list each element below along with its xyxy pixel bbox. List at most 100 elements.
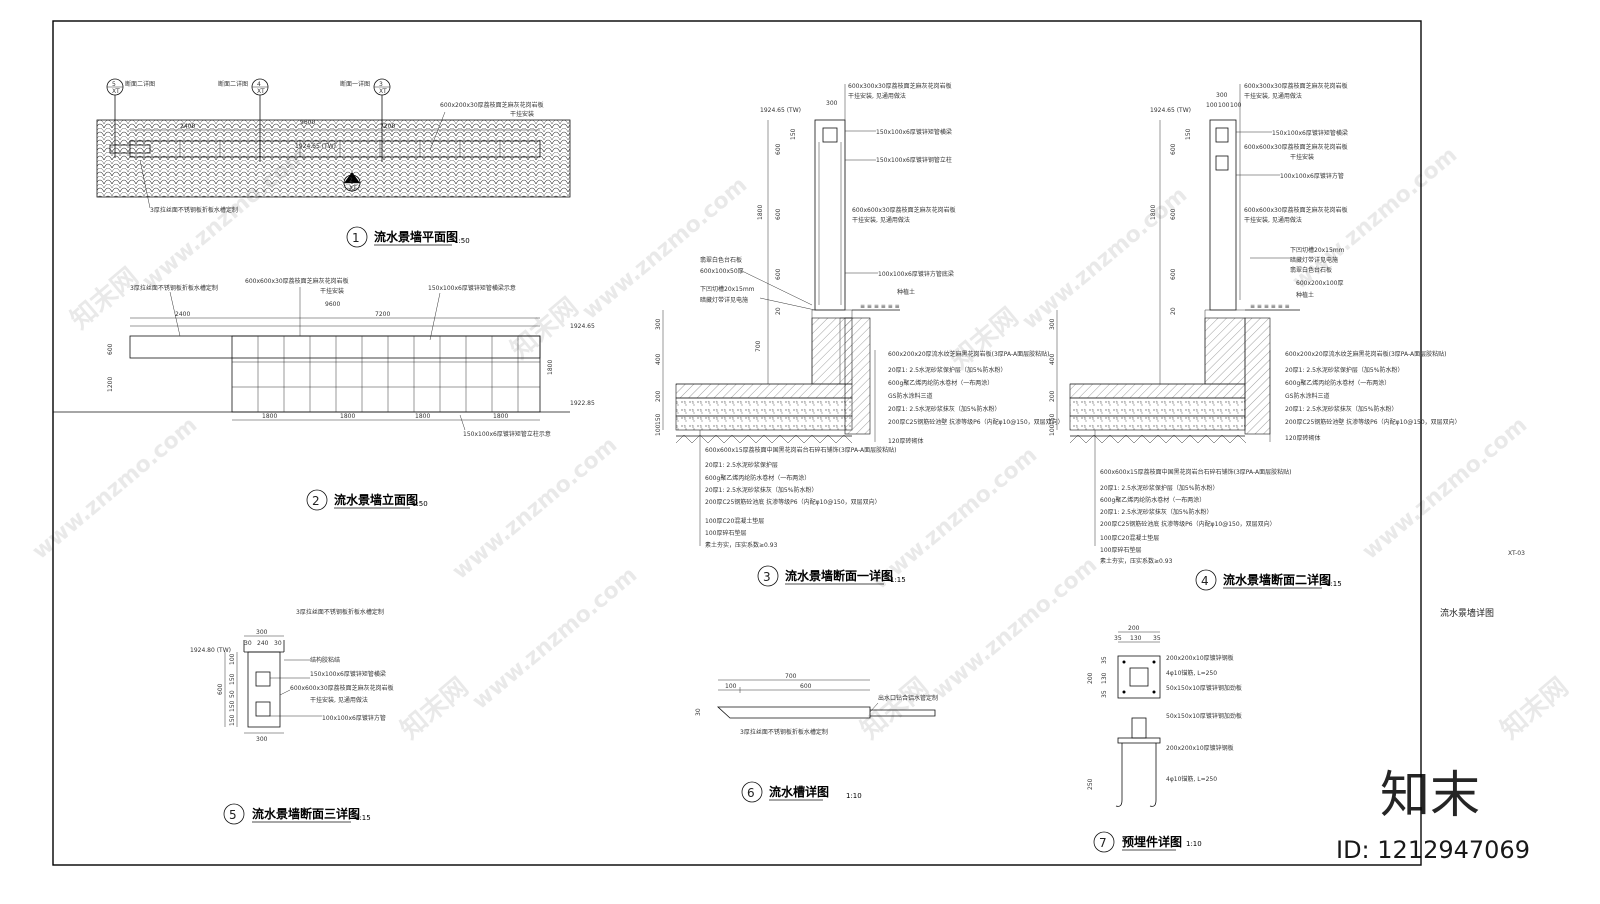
svg-text:XT: XT bbox=[257, 88, 265, 95]
svg-text:翡翠白色台石板: 翡翠白色台石板 bbox=[1290, 266, 1332, 274]
svg-text:200厚C25钢筋砼池壁 抗渗等级P6（内配φ10@150，: 200厚C25钢筋砼池壁 抗渗等级P6（内配φ10@150，双层双向） bbox=[888, 418, 1064, 426]
svg-text:出水口钻合铝水管定制: 出水口钻合铝水管定制 bbox=[878, 694, 938, 702]
svg-text:1800: 1800 bbox=[340, 413, 355, 420]
svg-text:4φ10锚筋, L=250: 4φ10锚筋, L=250 bbox=[1166, 669, 1217, 677]
svg-text:XT: XT bbox=[349, 185, 357, 192]
svg-text:1:10: 1:10 bbox=[1186, 840, 1202, 848]
drawing-3-section: ≡ ≡ ≡ ≡ ≡ ≡ 1924.65 (TW) 300 150 600 180… bbox=[655, 82, 1064, 587]
svg-text:30: 30 bbox=[244, 640, 252, 647]
svg-text:≡ ≡ ≡ ≡ ≡ ≡: ≡ ≡ ≡ ≡ ≡ ≡ bbox=[1250, 303, 1290, 310]
svg-text:9600: 9600 bbox=[300, 119, 315, 126]
svg-text:300: 300 bbox=[256, 736, 268, 743]
svg-text:4: 4 bbox=[257, 81, 261, 88]
svg-text:150: 150 bbox=[790, 128, 797, 140]
svg-text:600x600x30厚荔枝面芝麻灰花岗岩板: 600x600x30厚荔枝面芝麻灰花岗岩板 bbox=[1244, 143, 1348, 151]
drawing-number-3 bbox=[757, 565, 779, 587]
svg-text:300: 300 bbox=[655, 318, 662, 330]
svg-text:100: 100 bbox=[655, 424, 662, 436]
svg-text:1800: 1800 bbox=[415, 413, 430, 420]
svg-text:600: 600 bbox=[775, 208, 782, 220]
svg-text:3厚拉丝面不锈钢板折板水槽定制: 3厚拉丝面不锈钢板折板水槽定制 bbox=[130, 284, 218, 292]
svg-text:暗藏灯带详见电施: 暗藏灯带详见电施 bbox=[700, 296, 748, 304]
svg-text:干挂安装: 干挂安装 bbox=[510, 110, 534, 118]
watermark-layer: 知末网 www.znzmo.com www.znzmo.com 知末网 www.… bbox=[28, 143, 1574, 746]
svg-text:600: 600 bbox=[800, 683, 812, 690]
svg-text:知末网: 知末网 bbox=[1495, 672, 1574, 745]
drawing-6-trough: 700 100 600 30 出水口钻合铝水管定制 3厚拉丝面不锈钢板折板水槽定… bbox=[695, 673, 938, 803]
section-2-slab bbox=[1069, 397, 1246, 417]
svg-text:www.znzmo.com: www.znzmo.com bbox=[468, 563, 642, 715]
svg-text:1200: 1200 bbox=[107, 377, 114, 392]
svg-text:600x100x50厚: 600x100x50厚 bbox=[700, 268, 744, 275]
svg-text:200厚C25钢筋砼池底 抗渗等级P6（内配φ10@150，: 200厚C25钢筋砼池底 抗渗等级P6（内配φ10@150，双层双向） bbox=[1100, 520, 1276, 528]
svg-text:600g聚乙烯丙纶防水卷材（一布两涂）: 600g聚乙烯丙纶防水卷材（一布两涂） bbox=[705, 474, 810, 482]
elevation-wall bbox=[231, 335, 541, 413]
svg-text:150: 150 bbox=[229, 714, 236, 726]
svg-text:3厚拉丝面不锈钢板折板水槽定制: 3厚拉丝面不锈钢板折板水槽定制 bbox=[740, 728, 828, 736]
svg-text:600g聚乙烯丙纶防水卷材（一布两涂）: 600g聚乙烯丙纶防水卷材（一布两涂） bbox=[1285, 379, 1390, 387]
svg-text:知末网: 知末网 bbox=[395, 672, 474, 745]
svg-text:700: 700 bbox=[755, 340, 762, 352]
svg-text:600x200x20厚流水纹芝麻黑花岗岩板(3厚PA-A面层: 600x200x20厚流水纹芝麻黑花岗岩板(3厚PA-A面层胶粘贴) bbox=[1285, 350, 1447, 358]
svg-text:翡翠白色台石板: 翡翠白色台石板 bbox=[700, 256, 742, 264]
svg-text:600x300x30厚荔枝面芝麻灰花岗岩板: 600x300x30厚荔枝面芝麻灰花岗岩板 bbox=[1244, 82, 1348, 90]
svg-text:150x100x6厚镀锌矩管横梁示意: 150x100x6厚镀锌矩管横梁示意 bbox=[428, 284, 516, 292]
drawing-number-1 bbox=[346, 226, 368, 248]
svg-text:www.znzmo.com: www.znzmo.com bbox=[1018, 183, 1192, 335]
svg-text:XT: XT bbox=[112, 88, 120, 95]
svg-text:35: 35 bbox=[1153, 635, 1161, 642]
svg-text:200: 200 bbox=[655, 390, 662, 402]
svg-text:www.znzmo.com: www.znzmo.com bbox=[928, 553, 1102, 705]
drawing-number-6 bbox=[741, 781, 763, 803]
svg-text:种植土: 种植土 bbox=[897, 288, 915, 296]
svg-text:下凹切槽20x15mm: 下凹切槽20x15mm bbox=[700, 285, 755, 293]
svg-text:断面一详图: 断面一详图 bbox=[340, 80, 370, 88]
svg-text:≡ ≡ ≡ ≡ ≡ ≡: ≡ ≡ ≡ ≡ ≡ ≡ bbox=[860, 303, 900, 310]
svg-text:50x150x10厚镀锌钢加劲板: 50x150x10厚镀锌钢加劲板 bbox=[1166, 712, 1242, 720]
svg-text:35: 35 bbox=[1101, 656, 1108, 664]
svg-text:1924.65 (TW): 1924.65 (TW) bbox=[1150, 107, 1191, 114]
drawing-6-title: 流水槽详图 bbox=[769, 784, 829, 799]
svg-text:35: 35 bbox=[1101, 690, 1108, 698]
svg-text:600x200x100厚: 600x200x100厚 bbox=[1296, 280, 1343, 287]
svg-text:600x600x30厚荔枝面芝麻灰花岗岩板: 600x600x30厚荔枝面芝麻灰花岗岩板 bbox=[245, 277, 349, 285]
svg-text:1:10: 1:10 bbox=[846, 792, 862, 800]
svg-text:150: 150 bbox=[655, 413, 662, 425]
svg-text:600: 600 bbox=[217, 683, 224, 695]
svg-text:素土夯实，压实系数≥0.93: 素土夯实，压实系数≥0.93 bbox=[1100, 557, 1173, 565]
svg-text:100: 100 bbox=[1230, 102, 1242, 109]
svg-text:1924.65 (TW): 1924.65 (TW) bbox=[760, 107, 801, 114]
drawing-2-title: 流水景墙立面图 bbox=[334, 492, 418, 507]
svg-text:20厚1: 2.5水泥砂浆抹灰（加5%防水粉）: 20厚1: 2.5水泥砂浆抹灰（加5%防水粉） bbox=[888, 405, 1000, 413]
svg-text:50: 50 bbox=[229, 690, 236, 698]
svg-text:100厚C20混凝土垫层: 100厚C20混凝土垫层 bbox=[1100, 534, 1159, 542]
svg-text:干挂安装, 见通用做法: 干挂安装, 见通用做法 bbox=[1244, 92, 1302, 100]
svg-text:600x200x20厚流水纹芝麻黑花岗岩板(3厚PA-A面层: 600x200x20厚流水纹芝麻黑花岗岩板(3厚PA-A面层胶粘贴) bbox=[888, 350, 1050, 358]
svg-text:100: 100 bbox=[725, 683, 737, 690]
sheet-code: XT-03 bbox=[1508, 550, 1525, 557]
svg-text:30: 30 bbox=[695, 708, 702, 716]
svg-text:7200: 7200 bbox=[380, 123, 395, 130]
svg-text:暗藏灯带详见电施: 暗藏灯带详见电施 bbox=[1290, 256, 1338, 264]
svg-text:300: 300 bbox=[826, 100, 838, 107]
svg-text:150x100x6厚镀锌钢管立柱: 150x100x6厚镀锌钢管立柱 bbox=[876, 156, 952, 164]
svg-text:600x200x30厚荔枝面芝麻灰花岗岩板: 600x200x30厚荔枝面芝麻灰花岗岩板 bbox=[440, 101, 544, 109]
elevation-trough bbox=[129, 335, 541, 359]
svg-text:9600: 9600 bbox=[325, 301, 340, 308]
svg-text:150: 150 bbox=[1049, 413, 1056, 425]
svg-text:150x100x6厚镀锌矩管横梁: 150x100x6厚镀锌矩管横梁 bbox=[310, 670, 386, 678]
svg-text:600: 600 bbox=[1170, 143, 1177, 155]
svg-text:20厚1: 2.5水泥砂浆保护层: 20厚1: 2.5水泥砂浆保护层 bbox=[705, 461, 778, 469]
svg-text:1: 1 bbox=[352, 231, 360, 245]
svg-text:2: 2 bbox=[312, 494, 320, 508]
svg-text:5: 5 bbox=[229, 808, 237, 822]
svg-text:3: 3 bbox=[379, 81, 383, 88]
svg-text:300: 300 bbox=[1049, 318, 1056, 330]
svg-text:7200: 7200 bbox=[375, 311, 390, 318]
svg-text:20: 20 bbox=[1170, 307, 1177, 315]
svg-text:下凹切槽20x15mm: 下凹切槽20x15mm bbox=[1290, 246, 1345, 254]
drawing-1-title: 流水景墙平面图 bbox=[374, 229, 458, 244]
svg-text:干挂安装: 干挂安装 bbox=[1290, 153, 1314, 161]
svg-text:1800: 1800 bbox=[1150, 205, 1157, 220]
svg-text:600: 600 bbox=[775, 143, 782, 155]
